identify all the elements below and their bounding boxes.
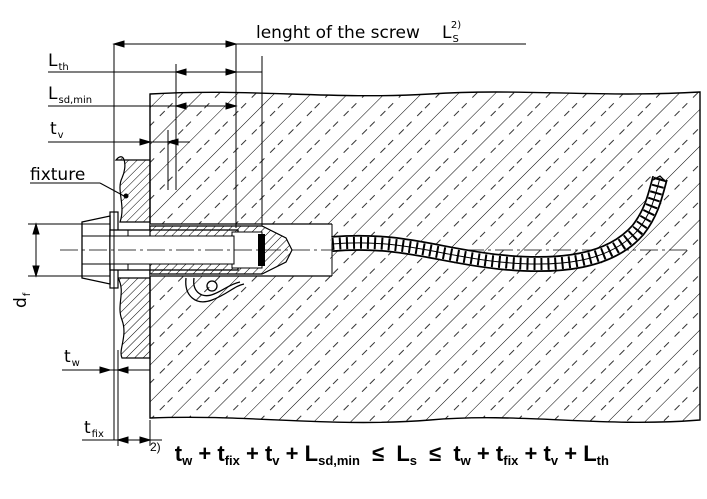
t-w-label: tw: [64, 347, 80, 369]
formula-ls: Ls: [396, 441, 418, 468]
rebar: [331, 175, 668, 273]
formula-lth: Lth: [583, 441, 609, 468]
dim-l-th: [48, 64, 262, 190]
t-fix-label: tfix: [84, 418, 104, 440]
dim-t-w: [62, 350, 150, 446]
t-v-label: tv: [50, 119, 64, 141]
l-th-label: Lth: [48, 51, 69, 73]
dim-t-fix: [82, 420, 162, 446]
formula-tv-2: tv: [543, 441, 559, 468]
formula-lsd: Lsd,min: [304, 441, 360, 468]
screw-length-label: lenght of the screw: [256, 23, 420, 43]
dim-l-sd-min: [48, 102, 238, 110]
spring-clip: [185, 277, 245, 303]
dim-d-f: [28, 222, 110, 278]
formula-footnote: 2): [150, 440, 161, 454]
d-f-label: df: [11, 292, 33, 308]
fixture-label: fixture: [30, 165, 85, 185]
formula-tw-2: tw: [453, 441, 471, 468]
fixture-leader: [30, 182, 125, 197]
dim-t-v: [48, 130, 190, 190]
formula-tfix-2: tfix: [495, 441, 519, 468]
formula-tfix: tfix: [217, 441, 240, 468]
screw-length-formula: 2) tw + tfix + tv + Lsd,min ≤ Ls ≤ tw + …: [150, 440, 609, 468]
formula-tv: tv: [264, 441, 280, 468]
screw-length-symbol: LS2): [442, 20, 461, 45]
formula-tw: tw: [174, 441, 193, 468]
dim-screw-length: [112, 40, 526, 440]
l-sd-min-label: Lsd,min: [48, 84, 92, 106]
fixture-plate: [114, 156, 151, 359]
